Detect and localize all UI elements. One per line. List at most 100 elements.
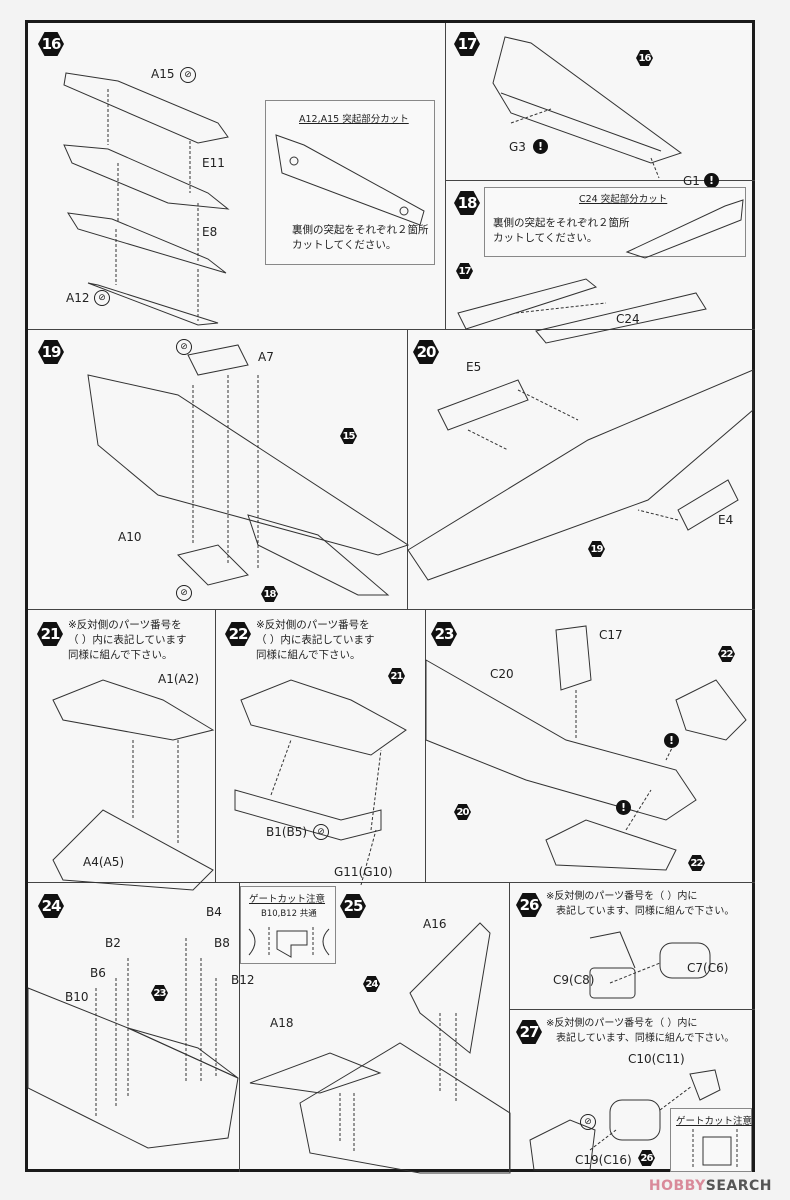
step-23-assembly-illustration [425,625,747,871]
part-label: C20 [490,667,514,681]
part-label: C24 [616,312,640,326]
gate-icon: ⊘ [313,824,329,840]
gate-cut-caution-callout: ゲートカット注意 [670,1108,752,1172]
callout-part-illustration [625,199,744,259]
step-reference-badge: 17 [456,263,473,279]
step-reference-badge: 26 [638,1150,655,1166]
gate-icon: ⊘ [176,585,192,601]
caution-icon: ! [533,139,548,154]
step-17-assembly-illustration [492,36,683,179]
caution-icon: ! [704,173,719,188]
callout-text: 裏側の突起をそれぞれ２箇所 カットしてください。 [493,217,630,244]
part-label: B4 [206,905,222,919]
gate-icon: ⊘ [176,339,192,355]
gate-icon: ⊘ [180,67,196,83]
protrusion-cut-callout: A12,A15 突起部分カット 裏側の突起をそれぞれ２箇所 カットしてください。 [265,100,435,265]
step-reference-badge: 23 [151,985,168,1001]
step-reference-badge: 16 [636,50,653,66]
part-label: A15 [151,67,175,81]
gate-icon: ⊘ [580,1114,596,1130]
step-26-panel: 26 ※反対側のパーツ番号を（ ）内に 表記しています、同様に組んで下さい。 C… [510,883,755,1010]
part-label: G3 [509,140,526,154]
part-label: E8 [202,225,218,239]
part-label: C7(C6) [687,961,729,975]
step-27-panel: 27 ※反対側のパーツ番号を（ ）内に 表記しています、同様に組んで下さい。 C… [510,1010,755,1172]
step-24-panel: 24 B4 B2 B8 B6 B12 B10 23 [27,883,255,1172]
gate-cut-caution-callout: ゲートカット注意 B10,B12 共通 [240,886,336,964]
step-18-assembly-illustration [457,278,707,344]
step-reference-badge: 22 [688,855,705,871]
part-label: C10(C11) [628,1052,685,1066]
step-number-badge: 16 [38,32,64,56]
step-26-assembly-illustration [589,931,711,999]
mirror-part-note: ※反対側のパーツ番号を（ ）内に 表記しています、同様に組んで下さい。 [546,1018,735,1044]
protrusion-cut-callout: C24 突起部分カット 裏側の突起をそれぞれ２箇所 カットしてください。 [484,187,746,259]
step-number-badge: 27 [516,1020,542,1044]
step-number-badge: 24 [38,894,64,918]
part-label: A1(A2) [158,672,200,686]
step-16-panel: 16 A15 ⊘ E11 E8 A12 ⊘ A12,A15 突起部分カット 裏側… [28,23,446,330]
step-reference-badge: 24 [363,976,380,992]
callout-title: ゲートカット注意 [676,1116,753,1127]
caution-icon: ! [664,733,679,748]
step-23-panel: 23 C17 C20 22 20 22 ! ! [425,610,755,883]
part-label: B6 [90,966,106,980]
step-reference-badge: 18 [261,586,278,602]
part-label: B1(B5) [266,825,308,839]
step-21-assembly-illustration [52,679,215,891]
step-21-panel: 21 ※反対側のパーツ番号を （ ）内に表記しています 同様に組んで下さい。 A… [28,610,216,891]
part-label: E4 [718,513,734,527]
part-label: E11 [202,156,225,170]
part-label: G11(G10) [334,865,393,879]
part-label: A12 [66,291,90,305]
step-22-panel: 22 ※反対側のパーツ番号を （ ）内に表記しています 同様に組んで下さい。 2… [216,610,426,886]
step-reference-badge: 22 [718,646,735,662]
step-27-assembly-illustration [529,1069,721,1171]
callout-title: C24 突起部分カット [579,194,668,205]
part-label: A16 [423,917,447,931]
watermark-brand-part1: HOBBY [648,1178,706,1194]
step-19-assembly-illustration [87,344,410,596]
callout-part-illustration [275,134,425,226]
step-number-badge: 23 [431,622,457,646]
part-label: B8 [214,936,230,950]
mirror-part-note: ※反対側のパーツ番号を （ ）内に表記しています 同様に組んで下さい。 [68,619,187,661]
part-label: B12 [231,973,255,987]
hobbysearch-watermark: HOBBYSEARCH [649,1178,772,1194]
instruction-sheet: 16 A15 ⊘ E11 E8 A12 ⊘ A12,A15 突起部分カット 裏側… [25,20,755,1174]
callout-title: A12,A15 突起部分カット [299,114,409,125]
step-20-assembly-illustration [407,369,754,581]
caution-icon: ! [616,800,631,815]
callout-title: ゲートカット注意 [249,894,326,905]
step-number-badge: 21 [37,622,63,646]
step-number-badge: 25 [340,894,366,918]
watermark-brand-part2: SEARCH [705,1178,772,1194]
step-number-badge: 26 [516,893,542,917]
step-reference-badge: 15 [340,428,357,444]
callout-subtitle: B10,B12 共通 [261,909,317,919]
step-reference-badge: 20 [454,804,471,820]
step-25-assembly-illustration [249,922,511,1174]
part-label: C19(C16) [575,1153,632,1167]
step-number-badge: 18 [454,191,480,215]
gate-cut-detail-illustration [248,927,330,958]
part-label: A10 [118,530,142,544]
step-20-panel: 20 E5 E4 19 [407,330,755,610]
step-reference-badge: 21 [388,668,405,684]
step-number-badge: 20 [413,340,439,364]
part-label: B2 [105,936,121,950]
part-label: A18 [270,1016,294,1030]
step-reference-badge: 19 [588,541,605,557]
step-number-badge: 22 [225,622,251,646]
part-label: C9(C8) [553,973,595,987]
mirror-part-note: ※反対側のパーツ番号を （ ）内に表記しています 同様に組んで下さい。 [256,619,375,661]
part-label: A7 [258,350,274,364]
step-19-panel: 19 A7 ⊘ A10 ⊘ 15 18 [28,330,410,610]
step-18-panel: 18 C24 突起部分カット 裏側の突起をそれぞれ２箇所 カットしてください。 … [446,181,755,344]
gate-icon: ⊘ [94,290,110,306]
callout-text: 裏側の突起をそれぞれ２箇所 カットしてください。 [292,224,429,251]
mirror-part-note: ※反対側のパーツ番号を（ ）内に 表記しています、同様に組んで下さい。 [546,891,735,917]
part-label: B10 [65,990,89,1004]
step-22-assembly-illustration [234,679,407,886]
part-label: G1 [683,174,700,188]
